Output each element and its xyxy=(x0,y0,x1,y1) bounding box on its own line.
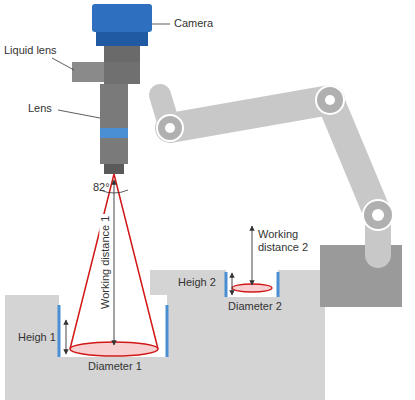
liquid-lens xyxy=(104,62,140,84)
fov-cone xyxy=(70,174,158,349)
camera-body xyxy=(92,4,152,32)
dimension-arrow xyxy=(252,226,253,285)
dimension-label: Diameter 1 xyxy=(88,360,142,373)
dimension-label: Working distance 1 xyxy=(100,213,113,310)
leader-line xyxy=(152,24,170,25)
part-name: Camera xyxy=(174,17,213,30)
container-wall xyxy=(225,272,228,297)
lens-tip xyxy=(104,164,124,174)
part-name: Liquid lens xyxy=(4,44,57,57)
dimension-label: Diameter 2 xyxy=(228,300,282,313)
dimension-arrow xyxy=(66,320,67,354)
container-wall xyxy=(277,272,280,297)
leader-line xyxy=(52,58,74,70)
dimension-label: Heigh 1 xyxy=(18,331,56,344)
robot-arm xyxy=(157,86,402,307)
dimension-label: Working distance 2 xyxy=(258,228,314,253)
lens-barrel xyxy=(100,84,128,164)
angle-label: 82° xyxy=(93,181,110,194)
container-wall xyxy=(58,305,61,357)
leader-line xyxy=(58,110,100,118)
container-wall xyxy=(166,305,169,357)
right-block xyxy=(150,270,325,400)
dimension-arrow xyxy=(114,180,115,345)
lens-band xyxy=(100,128,128,138)
part-name: Lens xyxy=(28,102,52,115)
dimension-label: Heigh 2 xyxy=(178,276,216,289)
dimension-arrow xyxy=(232,273,233,295)
camera-mount xyxy=(104,46,140,62)
camera-body xyxy=(96,32,148,46)
fov-ellipse xyxy=(232,284,272,292)
